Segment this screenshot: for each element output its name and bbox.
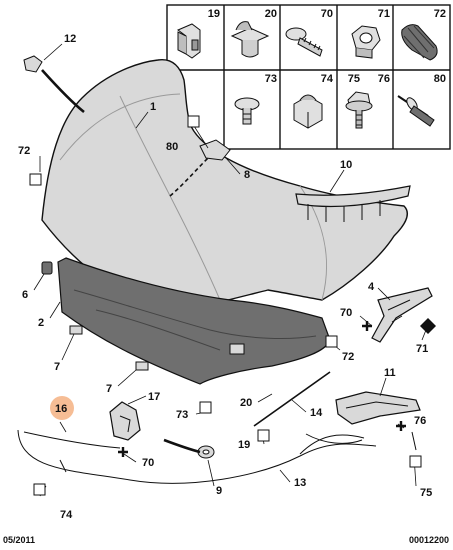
grommet-72-icon bbox=[401, 24, 438, 61]
callout-7-bottom: 7 bbox=[106, 383, 112, 395]
grid-label-73: 73 bbox=[265, 73, 277, 85]
callout-10: 10 bbox=[340, 159, 352, 171]
callout-76: 76 bbox=[414, 415, 426, 427]
callout-7-left: 7 bbox=[54, 361, 60, 373]
callout-labels: 12 1 72 80 8 10 6 2 4 70 71 72 7 7 16 17… bbox=[18, 33, 432, 521]
bumper-7b bbox=[135, 361, 149, 371]
bumper-6 bbox=[41, 261, 53, 275]
marker-squares bbox=[29, 115, 422, 496]
callout-70-right: 70 bbox=[340, 307, 352, 319]
callout-72-top: 72 bbox=[18, 145, 30, 157]
hood-latch bbox=[109, 401, 141, 441]
callout-75: 75 bbox=[420, 487, 432, 499]
footer-reference: 00012200 bbox=[408, 535, 449, 545]
bolt-75-76-icon bbox=[345, 91, 373, 129]
blind-rivet-80-icon bbox=[397, 95, 435, 127]
insulation-pad bbox=[57, 257, 331, 385]
callout-1: 1 bbox=[150, 101, 156, 113]
grid-label-75: 75 bbox=[348, 73, 360, 85]
release-handle bbox=[335, 391, 421, 425]
grid-label-19: 19 bbox=[208, 8, 220, 20]
callout-17: 17 bbox=[148, 391, 160, 403]
footer-date: 05/2011 bbox=[3, 535, 36, 545]
callout-72-right: 72 bbox=[342, 351, 354, 363]
callout-74: 74 bbox=[60, 509, 73, 521]
rivet-73-icon bbox=[234, 97, 260, 125]
grid-label-70: 70 bbox=[321, 8, 333, 20]
nut-71-icon bbox=[351, 25, 381, 59]
callout-16: 16 bbox=[55, 403, 67, 415]
callout-13: 13 bbox=[294, 477, 306, 489]
callout-71: 71 bbox=[416, 343, 428, 355]
front-trim-strip bbox=[295, 185, 411, 222]
callout-73: 73 bbox=[176, 409, 188, 421]
grid-label-76: 76 bbox=[378, 73, 390, 85]
fastener-grid: 19 20 70 71 72 73 74 75 76 80 bbox=[166, 4, 451, 150]
callout-6: 6 bbox=[22, 289, 28, 301]
callout-2: 2 bbox=[38, 317, 44, 329]
grid-label-80: 80 bbox=[434, 73, 446, 85]
callout-14: 14 bbox=[310, 407, 323, 419]
stay-clip bbox=[199, 139, 231, 161]
highlight-16 bbox=[50, 396, 74, 420]
grid-label-72: 72 bbox=[434, 8, 446, 20]
callout-11: 11 bbox=[384, 367, 396, 379]
grid-label-71: 71 bbox=[378, 8, 390, 20]
clip-19-icon bbox=[177, 23, 201, 59]
callout-12: 12 bbox=[64, 33, 76, 45]
callout-8: 8 bbox=[244, 169, 250, 181]
hood-hinge bbox=[371, 287, 433, 343]
clip-20-icon bbox=[230, 21, 270, 58]
bumper-7a bbox=[69, 325, 83, 335]
callout-70-bottom: 70 bbox=[142, 457, 154, 469]
callout-4: 4 bbox=[368, 281, 375, 293]
callout-19: 19 bbox=[238, 439, 250, 451]
clip-74-icon bbox=[293, 94, 323, 129]
cables bbox=[17, 69, 417, 484]
grid-label-20: 20 bbox=[265, 8, 277, 20]
marker-crosses bbox=[118, 321, 406, 457]
safety-catch bbox=[23, 55, 43, 73]
grid-label-74: 74 bbox=[321, 73, 334, 85]
marker-diamond bbox=[420, 318, 436, 334]
callout-20: 20 bbox=[240, 397, 252, 409]
callout-9: 9 bbox=[216, 485, 222, 497]
grommet-9 bbox=[197, 445, 215, 459]
callout-80: 80 bbox=[166, 141, 178, 153]
screw-70-icon bbox=[285, 27, 323, 57]
